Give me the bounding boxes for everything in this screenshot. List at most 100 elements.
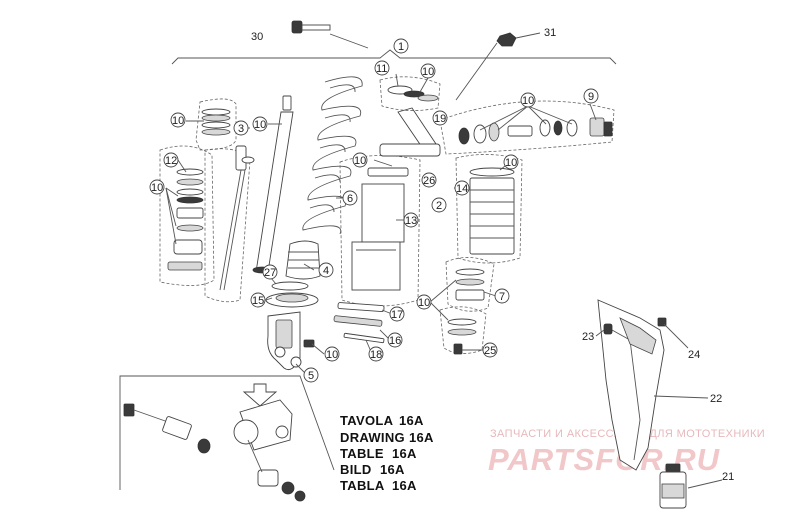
callout-circle-10b [252,116,268,132]
callout-circle-1 [393,38,409,54]
callout-circle-12 [163,152,179,168]
callout-10-clevis: 10 [326,349,338,361]
callout-25: 25 [484,345,496,357]
callout-10-sleeve: 10 [505,157,517,169]
callout-22: 22 [710,393,722,405]
callout-circle-10e [149,179,165,195]
callout-5: 5 [308,370,314,382]
callout-circle-3 [233,120,249,136]
callout-circle-10d [520,92,536,108]
callout-3: 3 [238,123,244,135]
callout-12: 12 [165,155,177,167]
detail-inset [119,375,335,502]
callout-10-left-kit: 10 [151,182,163,194]
callout-circle-26 [421,172,437,188]
callout-10-body: 10 [354,155,366,167]
callout-circle-18 [368,346,384,362]
leader-lines [165,73,723,489]
coil-spring [302,76,363,235]
damper-shaft [241,95,294,274]
callout-circle-10h [416,294,432,310]
callout-10-right-kit: 10 [418,297,430,309]
callout-circle-10g [503,154,519,170]
seal-kit-11 [379,76,441,111]
table-word-4: TABLA [340,478,385,493]
callout-6: 6 [347,193,353,205]
callout-circle-14 [454,180,470,196]
shock-body [339,155,421,307]
callout-circle-11 [374,60,390,76]
table-word-0: TAVOLA [340,413,394,428]
table-code-2: 16A [392,446,417,461]
table-code-4: 16A [392,478,417,493]
callout-1: 1 [398,41,404,53]
callout-16: 16 [389,335,401,347]
callout-circle-19 [432,110,448,126]
callout-circle-15 [250,292,266,308]
callout-circle-10f [352,152,368,168]
table-reference: TAVOLA 16A DRAWING 16A TABLE 16A BILD 16… [340,413,434,493]
bolt-30 [291,20,369,49]
adjuster-assembly [458,117,613,145]
callout-4: 4 [323,265,329,277]
reservoir-hose [379,100,615,157]
callout-circle-27 [262,264,278,280]
assembly-bracket [171,49,617,65]
callout-circle-2 [431,197,447,213]
seal-kit-lower [159,145,215,286]
callout-circle-5 [303,367,319,383]
seal-kit-upper [195,98,237,151]
callout-circle-10i [324,346,340,362]
table-code-3: 16A [380,462,405,477]
callout-11: 11 [376,63,387,75]
sleeve-14 [455,154,523,264]
table-word-2: TABLE [340,446,384,461]
callout-circle-10a [170,112,186,128]
table-code-1: 16A [409,430,434,445]
callout-15: 15 [252,295,264,307]
oil-bottle [659,463,687,509]
mud-guard [597,299,667,471]
callout-14: 14 [456,183,468,195]
callout-23: 23 [582,331,594,343]
callout-24: 24 [688,349,700,361]
callout-circle-13 [403,212,419,228]
piston-rod [204,145,251,303]
callout-circle-16 [387,332,403,348]
callout-27: 27 [264,267,276,279]
callout-7: 7 [499,291,505,303]
callout-9: 9 [588,91,594,103]
seal-kit-right [439,257,495,355]
callout-circle-6 [342,190,358,206]
callout-17: 17 [391,309,403,321]
spring-seat [265,281,319,308]
table-word-3: BILD [340,462,372,477]
callout-circle-4 [318,262,334,278]
callout-circle-7 [494,288,510,304]
callout-2: 2 [436,200,442,212]
callout-26: 26 [423,175,435,187]
watermark: ЗАПЧАСТИ И АКСЕССУАРЫ ДЛЯ МОТОТЕХНИКИ PA… [488,428,765,477]
callout-31: 31 [544,27,556,39]
callout-circle-10c [420,63,436,79]
callout-19: 19 [434,113,446,125]
callout-13: 13 [405,215,417,227]
callout-10-rod: 10 [254,119,266,131]
table-code-0: 16A [399,413,424,428]
callout-circle-25 [482,342,498,358]
callout-10-top: 10 [422,66,434,78]
table-word-1: DRAWING [340,430,405,445]
callout-30: 30 [251,31,263,43]
callout-circle-17 [389,306,405,322]
guide-strips [333,302,385,344]
callout-18: 18 [370,349,382,361]
watermark-brand: PARTSFOR.RU [488,442,721,477]
bump-stop [285,240,321,280]
lower-clevis [267,311,315,371]
callout-10-adjuster: 10 [522,95,534,107]
callout-10-upper-left: 10 [172,115,184,127]
callout-21: 21 [722,471,734,483]
callout-circle-9 [583,88,599,104]
nut-31 [455,32,541,101]
